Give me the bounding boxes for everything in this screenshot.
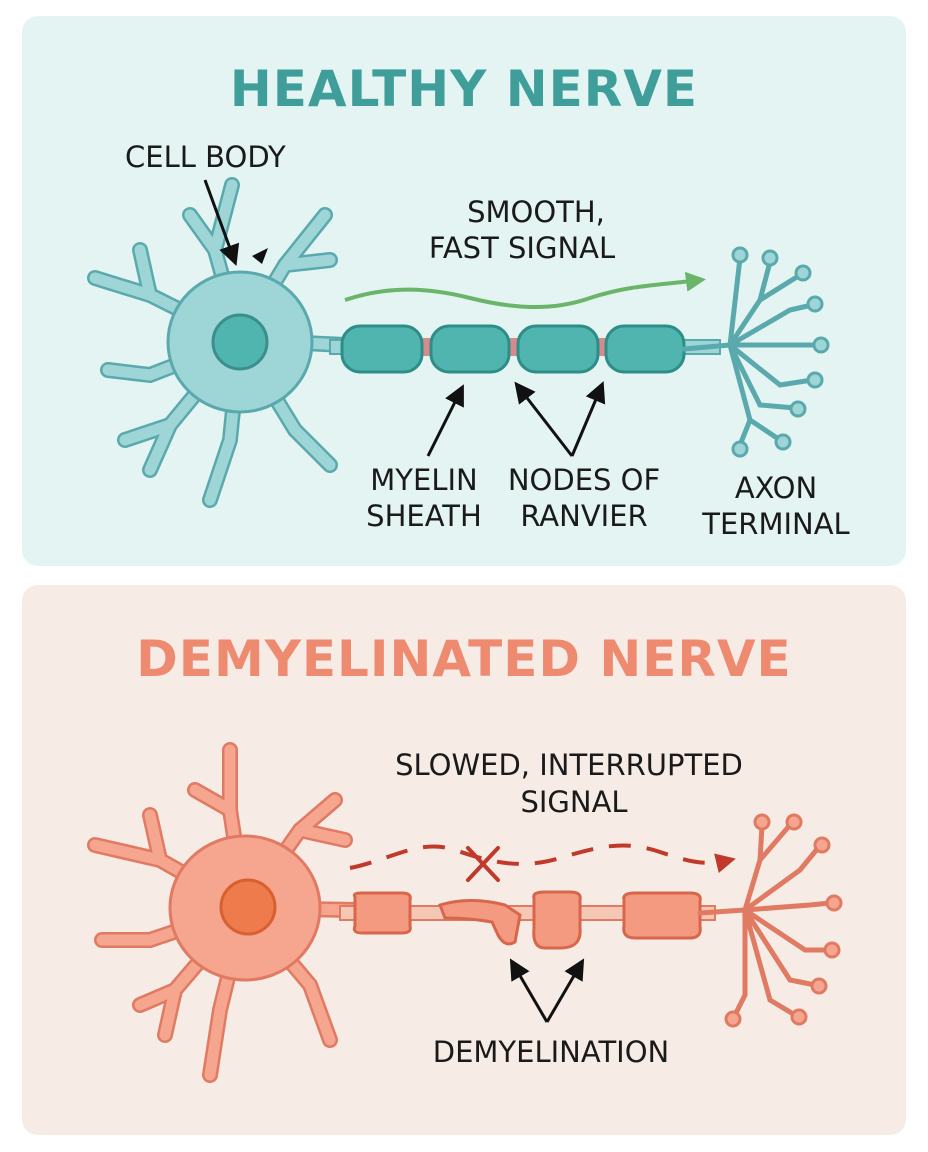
nodes-label-line1: NODES OF xyxy=(508,463,660,497)
myelin-segment xyxy=(516,324,600,374)
interruption-x-icon xyxy=(466,846,500,882)
signal-label-line1: SMOOTH, xyxy=(467,195,605,229)
interrupted-signal-arrow xyxy=(349,843,736,873)
demyelination-label: DEMYELINATION xyxy=(433,1035,670,1069)
terminal-label-line2: TERMINAL xyxy=(701,507,849,541)
myelin-label-line2: SHEATH xyxy=(366,499,482,533)
nucleus xyxy=(211,313,269,371)
myelin-label-line1: MYELIN xyxy=(370,463,477,497)
smooth-signal-arrow xyxy=(344,271,706,309)
interrupted-signal-label-line1: SLOWED, INTERRUPTED xyxy=(395,748,743,782)
nodes-arrow-right xyxy=(570,381,606,457)
myelin-segment xyxy=(429,324,511,374)
healthy-title: HEALTHY NERVE xyxy=(230,60,698,118)
cell-body-label: CELL BODY xyxy=(125,140,286,174)
nodes-arrow-left xyxy=(514,381,574,457)
damaged-myelin xyxy=(532,890,582,950)
myelin-segment xyxy=(352,891,412,935)
nodes-label-line2: RANVIER xyxy=(520,499,647,533)
nucleus xyxy=(219,878,277,936)
interrupted-signal-label-line2: SIGNAL xyxy=(520,785,627,819)
healthy-neuron xyxy=(87,177,830,508)
signal-label-line2: FAST SIGNAL xyxy=(429,231,615,265)
demyelination-arrow-left xyxy=(509,958,549,1023)
healthy-panel xyxy=(22,16,906,566)
terminal-label-line1: AXON xyxy=(735,471,817,505)
myelin-arrow xyxy=(426,384,464,457)
myelin-segment xyxy=(604,324,686,374)
cell-body-arrow xyxy=(203,179,240,266)
demyelinated-title: DEMYELINATED NERVE xyxy=(136,630,791,688)
myelin-segment xyxy=(340,324,424,374)
cell-body-marker xyxy=(252,248,268,264)
demyelination-arrow-right xyxy=(545,958,585,1023)
damaged-myelin xyxy=(438,899,522,946)
demyelinated-neuron xyxy=(87,742,843,1083)
myelin-segment xyxy=(622,891,702,940)
